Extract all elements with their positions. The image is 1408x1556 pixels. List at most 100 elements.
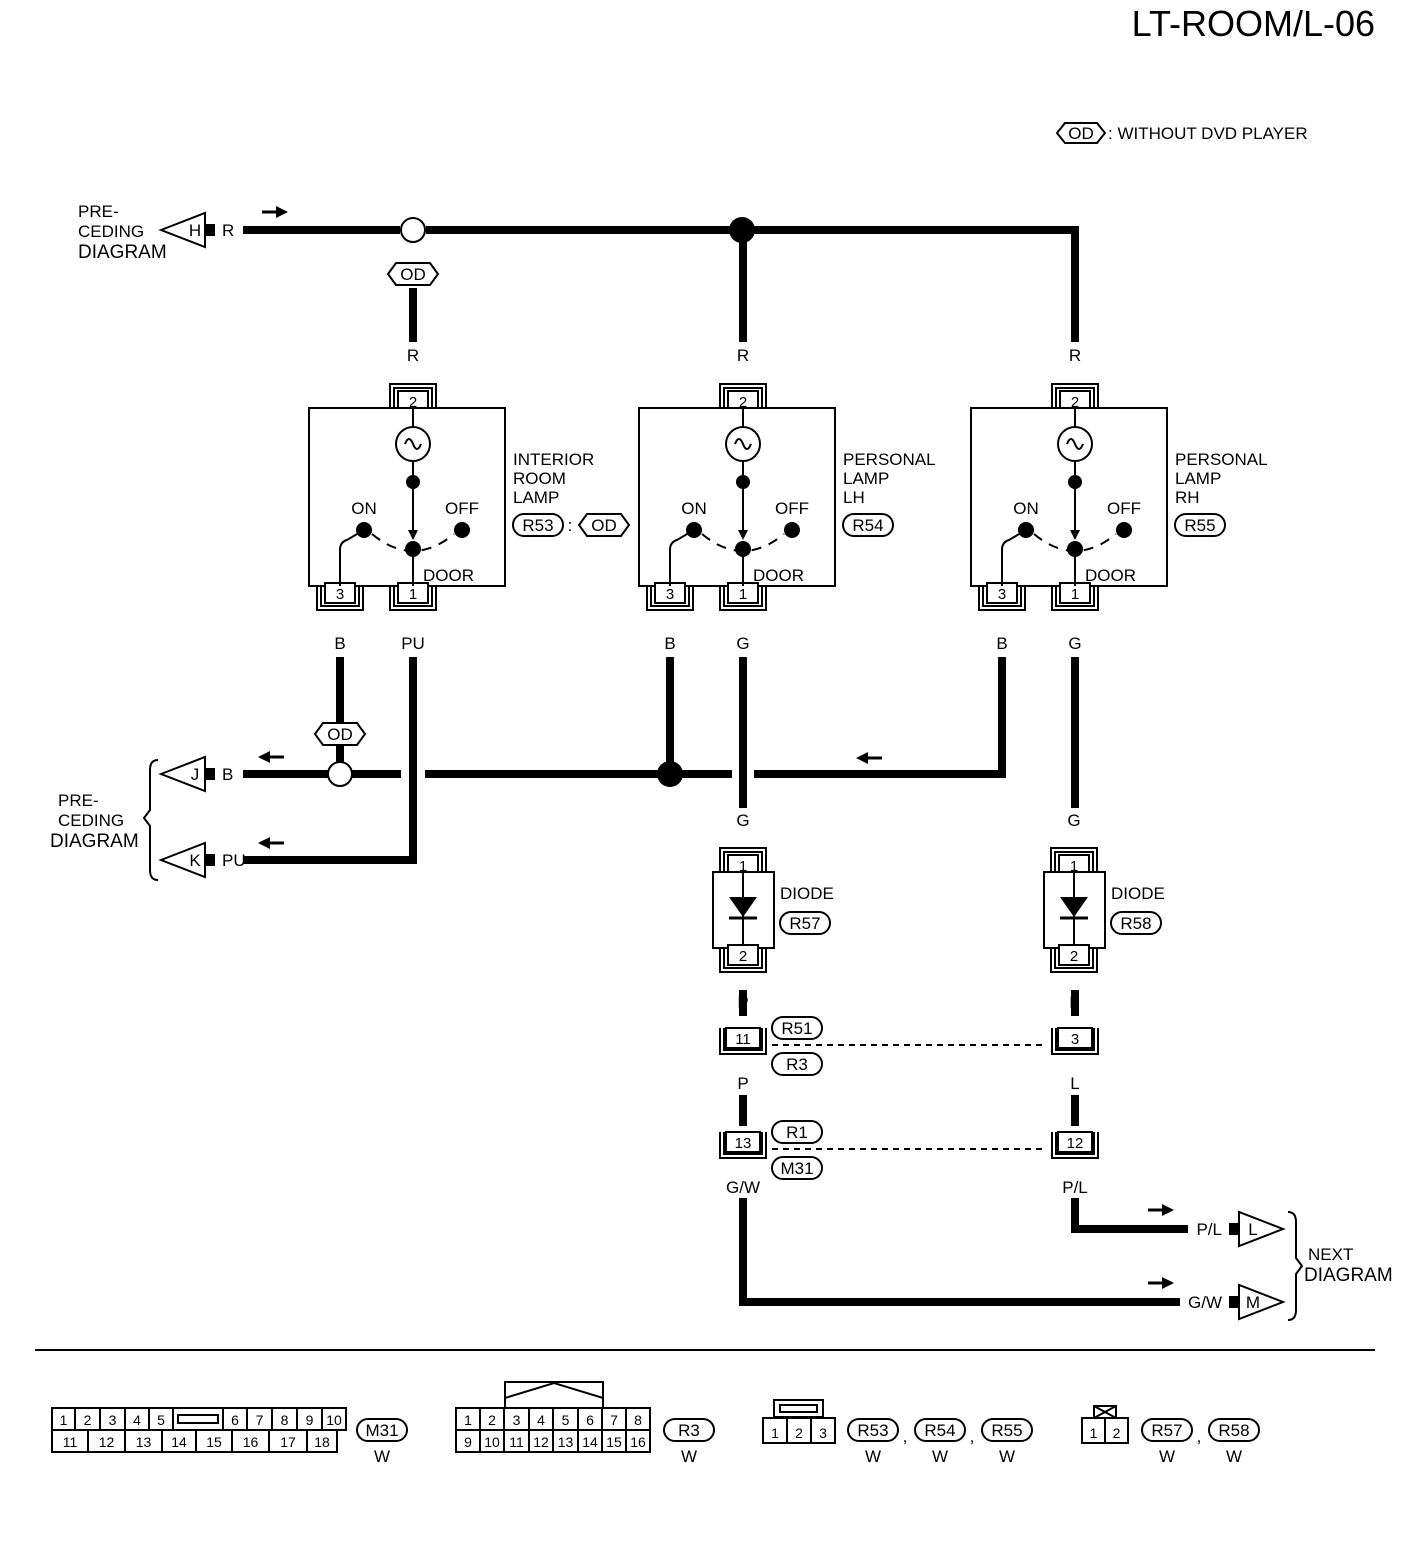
cavity-number: 3 — [513, 1412, 521, 1428]
bulb-filament — [734, 438, 752, 450]
joint-terminal: 12 — [1051, 1131, 1099, 1159]
connector-color: W — [932, 1447, 948, 1466]
preceding-label-bottom: PRE- CEDING DIAGRAM — [50, 791, 139, 852]
preceding-label-top: PRE- CEDING DIAGRAM — [78, 202, 167, 263]
terminal-pin: 2 — [1050, 944, 1098, 973]
pin-number: 3 — [998, 586, 1006, 603]
pin-number: 1 — [739, 586, 747, 603]
wire-color-label: G — [736, 811, 749, 830]
terminal-bracket — [1051, 586, 1099, 611]
cavity-number: 5 — [157, 1412, 165, 1428]
svg-text:H: H — [189, 221, 201, 240]
cavity-number: 2 — [1113, 1425, 1121, 1441]
terminal-pin: 2 — [1051, 383, 1099, 412]
svg-text:R: R — [222, 221, 234, 240]
terminal-pin: 3 — [646, 582, 694, 611]
terminal-bracket-inner — [1055, 1132, 1095, 1155]
terminal-bracket — [719, 586, 767, 611]
cavity-number: 15 — [206, 1434, 222, 1450]
connector-tag-frame — [356, 1418, 408, 1442]
switch-door-label: DOOR — [1085, 566, 1136, 585]
connector-tag-frame — [981, 1418, 1033, 1442]
terminal-bracket — [316, 586, 364, 611]
optional-splice — [400, 217, 426, 243]
wire-color-label: PU — [401, 634, 425, 653]
joint-terminal: 3 — [1051, 1027, 1099, 1055]
next-connector-l: L P/L — [1196, 1210, 1286, 1248]
svg-text:L: L — [1248, 1220, 1257, 1239]
terminal-bracket-inner — [650, 586, 690, 607]
connector-tag: R53 — [522, 516, 553, 535]
cavity-number: 10 — [484, 1434, 500, 1450]
svg-text:CEDING: CEDING — [78, 222, 144, 241]
svg-text:B: B — [222, 765, 233, 784]
switch-arrow-icon — [1070, 530, 1080, 540]
pin-number: 1 — [1070, 858, 1078, 875]
terminal-bracket-inner — [393, 586, 433, 607]
svg-text:K: K — [189, 851, 201, 870]
cavity-number: 14 — [171, 1434, 187, 1450]
terminal-bracket-inner — [1054, 851, 1094, 872]
pin-number: 1 — [739, 858, 747, 875]
od-symbol — [1055, 122, 1107, 144]
bulb-filament — [1066, 438, 1084, 450]
lamp-name: LAMP — [843, 469, 889, 488]
connector-tag: R54 — [852, 516, 883, 535]
preceding-connector-j: J B — [158, 755, 233, 793]
flow-arrow-right — [1148, 1277, 1174, 1289]
switch-door-label: DOOR — [423, 566, 474, 585]
pin-number: 1 — [409, 586, 417, 603]
connector-tag: R54 — [924, 1421, 955, 1440]
legend: OD : WITHOUT DVD PLAYER — [1055, 122, 1308, 144]
cavity-number: 16 — [243, 1434, 259, 1450]
connector-housing-roof — [504, 1381, 604, 1399]
svg-text:OD: OD — [327, 725, 353, 744]
flow-arrow-left — [258, 751, 284, 763]
next-label: NEXT DIAGRAM — [1304, 1245, 1393, 1286]
od-tag: OD — [386, 262, 440, 286]
connector-tag: R55 — [1184, 516, 1215, 535]
wire-color-label: L — [1070, 1074, 1079, 1093]
cavity-number: 1 — [771, 1425, 779, 1441]
diode-icon — [1060, 897, 1088, 917]
connector-cavity — [625, 1429, 651, 1453]
diode-name: DIODE — [1111, 884, 1165, 903]
svg-text:J: J — [191, 765, 200, 784]
connector-tag-frame — [847, 1418, 899, 1442]
terminal-bracket — [1051, 383, 1099, 408]
terminal-pin: 2 — [719, 944, 767, 973]
terminal-pin: 1 — [1051, 582, 1099, 611]
pin-number: 2 — [409, 394, 417, 411]
connector-tag-frame — [512, 513, 564, 537]
bulb-filament — [404, 438, 422, 450]
wire-color-label: B — [996, 634, 1007, 653]
optional-splice — [327, 761, 353, 787]
connector-lock-tab — [177, 1414, 219, 1424]
svg-text:PU: PU — [222, 851, 246, 870]
connector-tag-frame — [1208, 1418, 1260, 1442]
cavity-number: 13 — [136, 1434, 152, 1450]
cavity-number: 5 — [562, 1412, 570, 1428]
terminal-bracket-inner — [723, 851, 763, 872]
internal-wire — [669, 529, 695, 586]
svg-text:PRE-: PRE- — [78, 202, 119, 221]
terminal-bracket — [719, 948, 767, 973]
cavity-number: 6 — [586, 1412, 594, 1428]
wire-color-label: B — [664, 634, 675, 653]
svg-text:PRE-: PRE- — [58, 791, 99, 810]
connector-lock-tab — [779, 1404, 818, 1413]
flow-arrow-left — [856, 752, 882, 764]
terminal-bracket-inner — [320, 586, 360, 607]
cavity-number: 7 — [610, 1412, 618, 1428]
lamp-name: LAMP — [513, 488, 559, 507]
preceding-connector-h: H R — [158, 211, 234, 249]
legend-symbol-text: OD — [1068, 124, 1094, 143]
terminal-box — [1058, 944, 1090, 966]
terminal-bracket-inner — [723, 1028, 763, 1051]
terminal-bracket — [646, 586, 694, 611]
